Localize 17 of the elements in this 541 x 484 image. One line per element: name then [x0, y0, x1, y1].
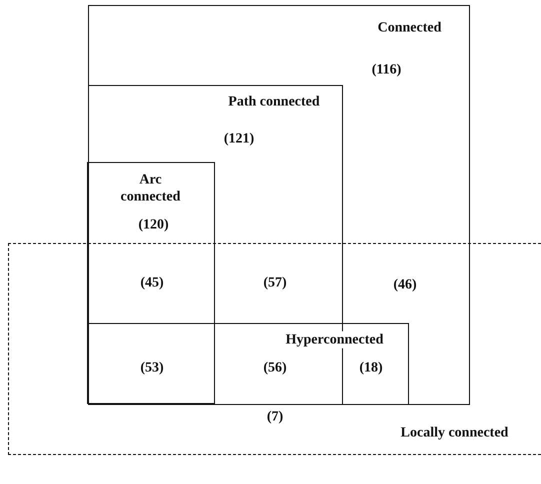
count-label: (53)	[140, 359, 164, 377]
set-name: Hyperconnected	[284, 330, 386, 348]
count-label: (57)	[263, 274, 287, 292]
set-name: Path connected	[228, 93, 320, 111]
set-name: Arc connected	[120, 171, 182, 206]
set-name: Locally connected	[400, 424, 508, 442]
count-label: (121)	[224, 130, 254, 148]
count-label: (46)	[393, 276, 417, 294]
count-label: (18)	[359, 359, 383, 377]
set-name: Connected	[378, 18, 442, 36]
set-region	[87, 162, 215, 404]
count-label: (120)	[138, 216, 169, 234]
count-label: (7)	[266, 408, 284, 426]
count-label: (116)	[372, 60, 402, 78]
count-label: (45)	[140, 274, 164, 292]
count-label: (56)	[263, 359, 287, 377]
set-region	[88, 323, 409, 405]
